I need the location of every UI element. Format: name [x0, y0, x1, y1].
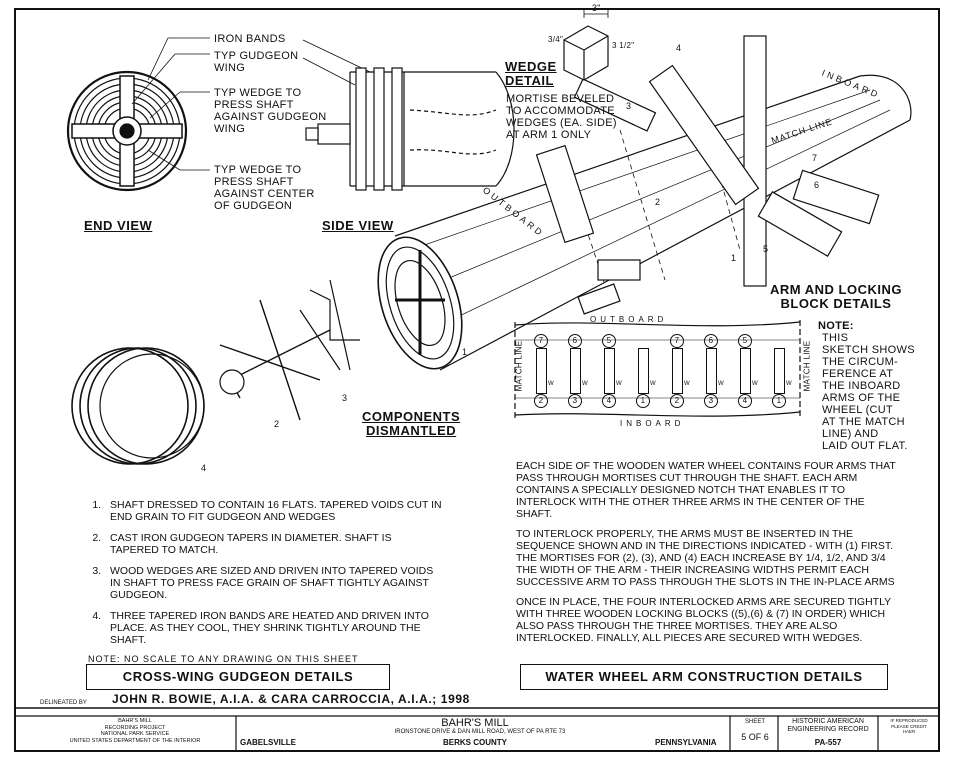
flat-arm-slot: [740, 348, 751, 394]
side-view-title: SIDE VIEW: [322, 218, 394, 233]
flat-bottom-marker: 4: [602, 394, 616, 408]
flat-match-line-left: MATCH LINE: [514, 340, 524, 392]
end-view-leaders: [131, 37, 371, 171]
wedge-mortise-note: MORTISE BEVELED TO ACCOMMODATE WEDGES (E…: [506, 93, 617, 141]
flat-top-marker: 7: [534, 334, 548, 348]
wedge-dim-top: 3": [592, 3, 601, 13]
end-view-title: END VIEW: [84, 218, 153, 233]
sheet-label: SHEET: [744, 719, 765, 725]
site-name: BAHR'S MILL: [441, 717, 509, 729]
callout-wedge-press-wing: TYP WEDGE TO PRESS SHAFT AGAINST GUDGEON…: [214, 87, 327, 135]
wedge-dim-height: 3 1/2": [612, 41, 635, 50]
arm-marker-3: 3: [626, 101, 632, 111]
flat-arm-slot: [604, 348, 615, 394]
callout-iron-bands: IRON BANDS: [214, 33, 286, 45]
flat-arm-slot: [774, 348, 785, 394]
flat-wedge-mark: W: [786, 381, 792, 387]
arm-marker-1: 1: [731, 253, 737, 263]
arm-marker-5: 5: [763, 244, 769, 254]
delineators: JOHN R. BOWIE, A.I.A. & CARA CARROCCIA, …: [112, 692, 470, 706]
arm-marker-4: 4: [676, 43, 682, 53]
construction-paragraph-1: EACH SIDE OF THE WOODEN WATER WHEEL CONT…: [516, 460, 896, 520]
flat-bottom-marker: 3: [704, 394, 718, 408]
haer-record: HISTORIC AMERICAN ENGINEERING RECORD: [787, 718, 869, 733]
note-sketch-text: THIS SKETCH SHOWS THE CIRCUM- FERENCE AT…: [822, 332, 915, 452]
flat-bottom-marker: 4: [738, 394, 752, 408]
callout-wedge-press-center: TYP WEDGE TO PRESS SHAFT AGAINST CENTER …: [214, 164, 315, 212]
flat-top-marker: 6: [704, 334, 718, 348]
callout-gudgeon-wing: TYP GUDGEON WING: [214, 50, 299, 74]
arm-locking-title: ARM AND LOCKING BLOCK DETAILS: [770, 282, 902, 311]
scale-note: NOTE: NO SCALE TO ANY DRAWING ON THIS SH…: [88, 654, 359, 664]
flat-wedge-mark: W: [650, 381, 656, 387]
flat-wedge-mark: W: [548, 381, 554, 387]
component-4: 4: [201, 463, 207, 473]
flat-top-marker: 5: [602, 334, 616, 348]
flat-wedge-mark: W: [684, 381, 690, 387]
gudgeon-note-4: THREE TAPERED IRON BANDS ARE HEATED AND …: [104, 610, 442, 646]
agency-block: BAHR'S MILL RECORDING PROJECT NATIONAL P…: [69, 718, 201, 744]
drawing-sheet-border: [14, 8, 940, 752]
gudgeon-note-3: WOOD WEDGES ARE SIZED AND DRIVEN INTO TA…: [104, 565, 442, 601]
flat-inboard-label: INBOARD: [620, 419, 685, 428]
flat-wedge-mark: W: [616, 381, 622, 387]
components-title: COMPONENTS DISMANTLED: [362, 409, 461, 438]
flat-wedge-mark: W: [752, 381, 758, 387]
flat-arm-slot: [570, 348, 581, 394]
flat-top-marker: 5: [738, 334, 752, 348]
county: BERKS COUNTY: [442, 738, 507, 747]
gudgeon-note-1: SHAFT DRESSED TO CONTAIN 16 FLATS. TAPER…: [104, 499, 442, 523]
state: PENNSYLVANIA: [655, 738, 717, 747]
shaft-drawing: [377, 35, 912, 371]
component-2: 2: [274, 419, 280, 429]
title-block-lines: [14, 707, 940, 752]
flat-arm-slot: [706, 348, 717, 394]
flat-top-marker: 7: [670, 334, 684, 348]
credit-stamp: IF REPRODUCED PLEASE CREDIT HAER: [890, 718, 928, 734]
flat-match-line-right: MATCH LINE: [802, 340, 812, 392]
wedge-dim-side: 3/4": [548, 35, 564, 44]
haer-number: PA-557: [814, 738, 842, 747]
side-view-drawing: [305, 67, 515, 191]
flat-bottom-marker: 3: [568, 394, 582, 408]
component-1: 1: [462, 347, 468, 357]
flat-bottom-marker: 2: [670, 394, 684, 408]
wedge-detail-title: WEDGE DETAIL: [505, 59, 557, 88]
site-address: IRONSTONE DRIVE & DAN MILL ROAD, WEST OF…: [394, 729, 566, 735]
construction-paragraph-2: TO INTERLOCK PROPERLY, THE ARMS MUST BE …: [516, 528, 895, 588]
flat-bottom-marker: 2: [534, 394, 548, 408]
flat-outboard-label: OUTBOARD: [590, 315, 668, 324]
arm-construction-box-title: WATER WHEEL ARM CONSTRUCTION DETAILS: [520, 664, 888, 690]
arm-marker-2: 2: [655, 197, 661, 207]
wedge-detail-drawing: [563, 10, 609, 81]
delineated-label: DELINEATED BY: [40, 700, 87, 706]
construction-paragraph-3: ONCE IN PLACE, THE FOUR INTERLOCKED ARMS…: [516, 596, 891, 644]
arm-marker-7: 7: [812, 153, 818, 163]
flat-layout-drawing: [514, 320, 801, 418]
sheet-number: 5 OF 6: [741, 732, 769, 742]
flat-bottom-marker: 1: [772, 394, 786, 408]
cross-wing-gudgeon-box-title: CROSS-WING GUDGEON DETAILS: [86, 664, 390, 690]
flat-arm-slot: [672, 348, 683, 394]
flat-wedge-mark: W: [718, 381, 724, 387]
gudgeon-note-2: CAST IRON GUDGEON TAPERS IN DIAMETER. SH…: [104, 532, 442, 556]
gudgeon-notes: SHAFT DRESSED TO CONTAIN 16 FLATS. TAPER…: [82, 499, 442, 655]
component-3: 3: [342, 393, 348, 403]
arm-marker-6: 6: [814, 180, 820, 190]
construction-text: EACH SIDE OF THE WOODEN WATER WHEEL CONT…: [516, 460, 898, 652]
town: GABELSVILLE: [240, 738, 297, 747]
flat-bottom-marker: 1: [636, 394, 650, 408]
flat-arm-slot: [638, 348, 649, 394]
flat-wedge-mark: W: [582, 381, 588, 387]
components-drawing: [71, 279, 360, 465]
flat-top-marker: 6: [568, 334, 582, 348]
flat-arm-slot: [536, 348, 547, 394]
note-sketch-label: NOTE:: [818, 320, 854, 332]
end-view-drawing: [66, 70, 188, 192]
